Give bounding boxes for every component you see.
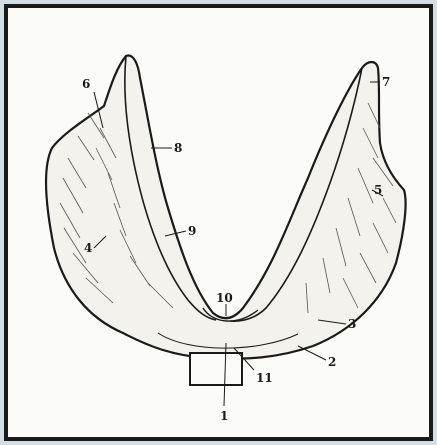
label-2: 2 [328, 355, 336, 369]
label-7: 7 [382, 75, 390, 89]
label-5: 5 [374, 183, 382, 197]
base-block [190, 353, 242, 385]
label-6: 6 [82, 77, 90, 91]
leader-2 [298, 346, 326, 360]
label-10: 10 [216, 291, 233, 305]
label-3: 3 [348, 317, 356, 331]
label-1: 1 [220, 409, 228, 423]
label-4: 4 [84, 241, 92, 255]
label-8: 8 [174, 141, 182, 155]
mandible-illustration: 1 2 3 4 5 6 7 8 9 10 11 [8, 8, 429, 437]
figure-panel: 1 2 3 4 5 6 7 8 9 10 11 [4, 4, 433, 441]
label-11: 11 [256, 371, 273, 385]
label-9: 9 [188, 224, 196, 238]
